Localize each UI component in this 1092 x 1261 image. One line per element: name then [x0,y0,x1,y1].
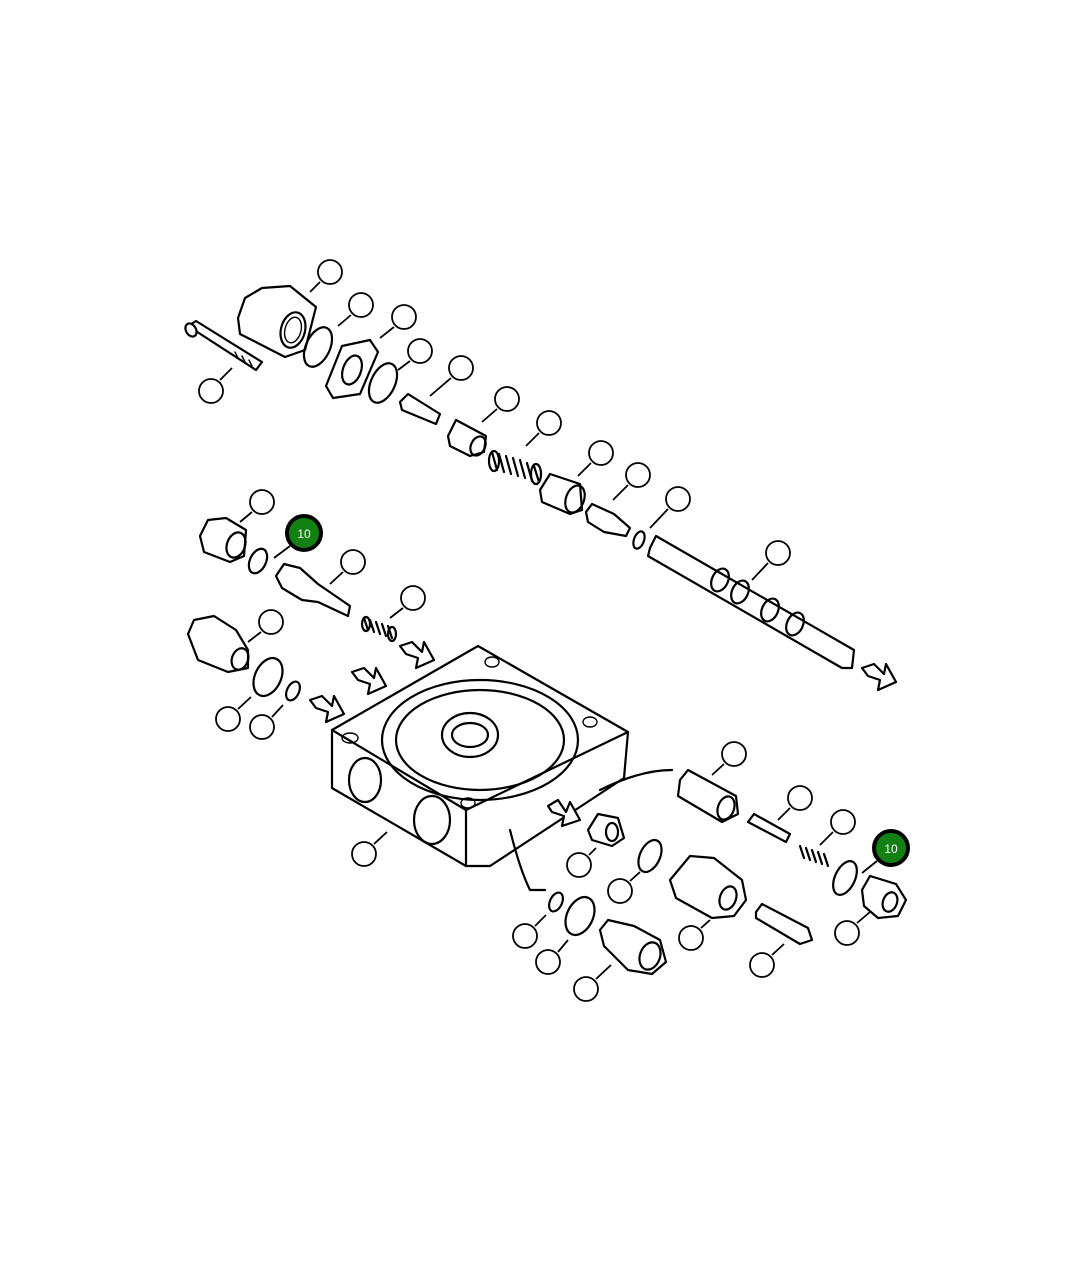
callout-circle[interactable] [348,292,374,318]
highlighted-callout-10[interactable]: 10 [273,514,323,559]
relief-valve-part [186,614,250,674]
flange-block-part [236,284,318,359]
small-o-ring-part [632,530,646,550]
callout-circle[interactable] [198,378,224,404]
callout-group [198,259,871,1002]
callout-circle[interactable] [625,462,651,488]
flow-arrow-icon [350,666,388,696]
flow-arrow-icon [398,640,436,670]
callout-circle[interactable] [258,609,284,635]
bolt-part [754,902,814,946]
o-ring-part [252,656,284,698]
spring-part [487,449,543,486]
flow-arrow-icon [546,798,582,828]
flange-plate-part [324,338,380,400]
highlighted-callout-10[interactable]: 10 [861,829,910,874]
callout-circle[interactable] [249,489,275,515]
sleeve-part [676,768,740,824]
relief-valve-part [598,918,668,976]
o-ring-part [247,547,269,575]
check-valve-stem-part [274,562,352,618]
hex-fitting-part [668,854,748,920]
flow-arrow-icon [860,662,898,692]
callout-circle[interactable] [721,741,747,767]
callout-circle[interactable] [834,920,860,946]
callout-label: 10 [297,527,311,541]
o-ring-part [302,326,334,368]
flow-path-line [508,828,547,892]
plug-part [860,874,908,920]
callout-circle[interactable] [830,809,856,835]
callout-circle[interactable] [749,952,775,978]
callout-circle[interactable] [588,440,614,466]
callout-circle[interactable] [535,949,561,975]
spring-part [360,615,398,643]
callout-circle[interactable] [536,410,562,436]
flow-path-line [598,768,674,792]
plug-part [398,392,442,426]
sleeve-part [446,418,488,458]
poppet-part [584,502,632,538]
pin-part [746,812,792,844]
callout-circle[interactable] [765,540,791,566]
o-ring-part [637,838,663,874]
callout-circle[interactable] [249,714,275,740]
callout-label: 10 [884,842,898,856]
callout-circle[interactable] [494,386,520,412]
callout-circle[interactable] [407,338,433,364]
callout-circle[interactable] [566,852,592,878]
o-ring-part [564,895,596,937]
callout-circle[interactable] [215,706,241,732]
o-ring-part [832,860,858,896]
bushing-part [538,472,586,516]
callout-circle[interactable] [678,925,704,951]
callout-circle[interactable] [448,355,474,381]
callout-circle[interactable] [340,549,366,575]
small-o-ring-part [548,891,564,913]
plug-part [198,516,248,564]
callout-circle[interactable] [317,259,343,285]
callout-circle[interactable] [607,878,633,904]
callout-circle[interactable] [787,785,813,811]
callout-circle[interactable] [400,585,426,611]
callout-circle[interactable] [573,976,599,1002]
bushing-part [586,812,626,848]
callout-circle[interactable] [391,304,417,330]
callout-circle[interactable] [512,923,538,949]
spring-part [798,844,830,868]
spool-part [646,534,856,670]
o-ring-part [367,362,399,404]
small-o-ring-part [285,680,301,702]
callout-circle[interactable] [351,841,377,867]
callout-circle[interactable] [665,486,691,512]
flow-arrow-icon [308,694,346,724]
bolt-part [184,319,264,372]
